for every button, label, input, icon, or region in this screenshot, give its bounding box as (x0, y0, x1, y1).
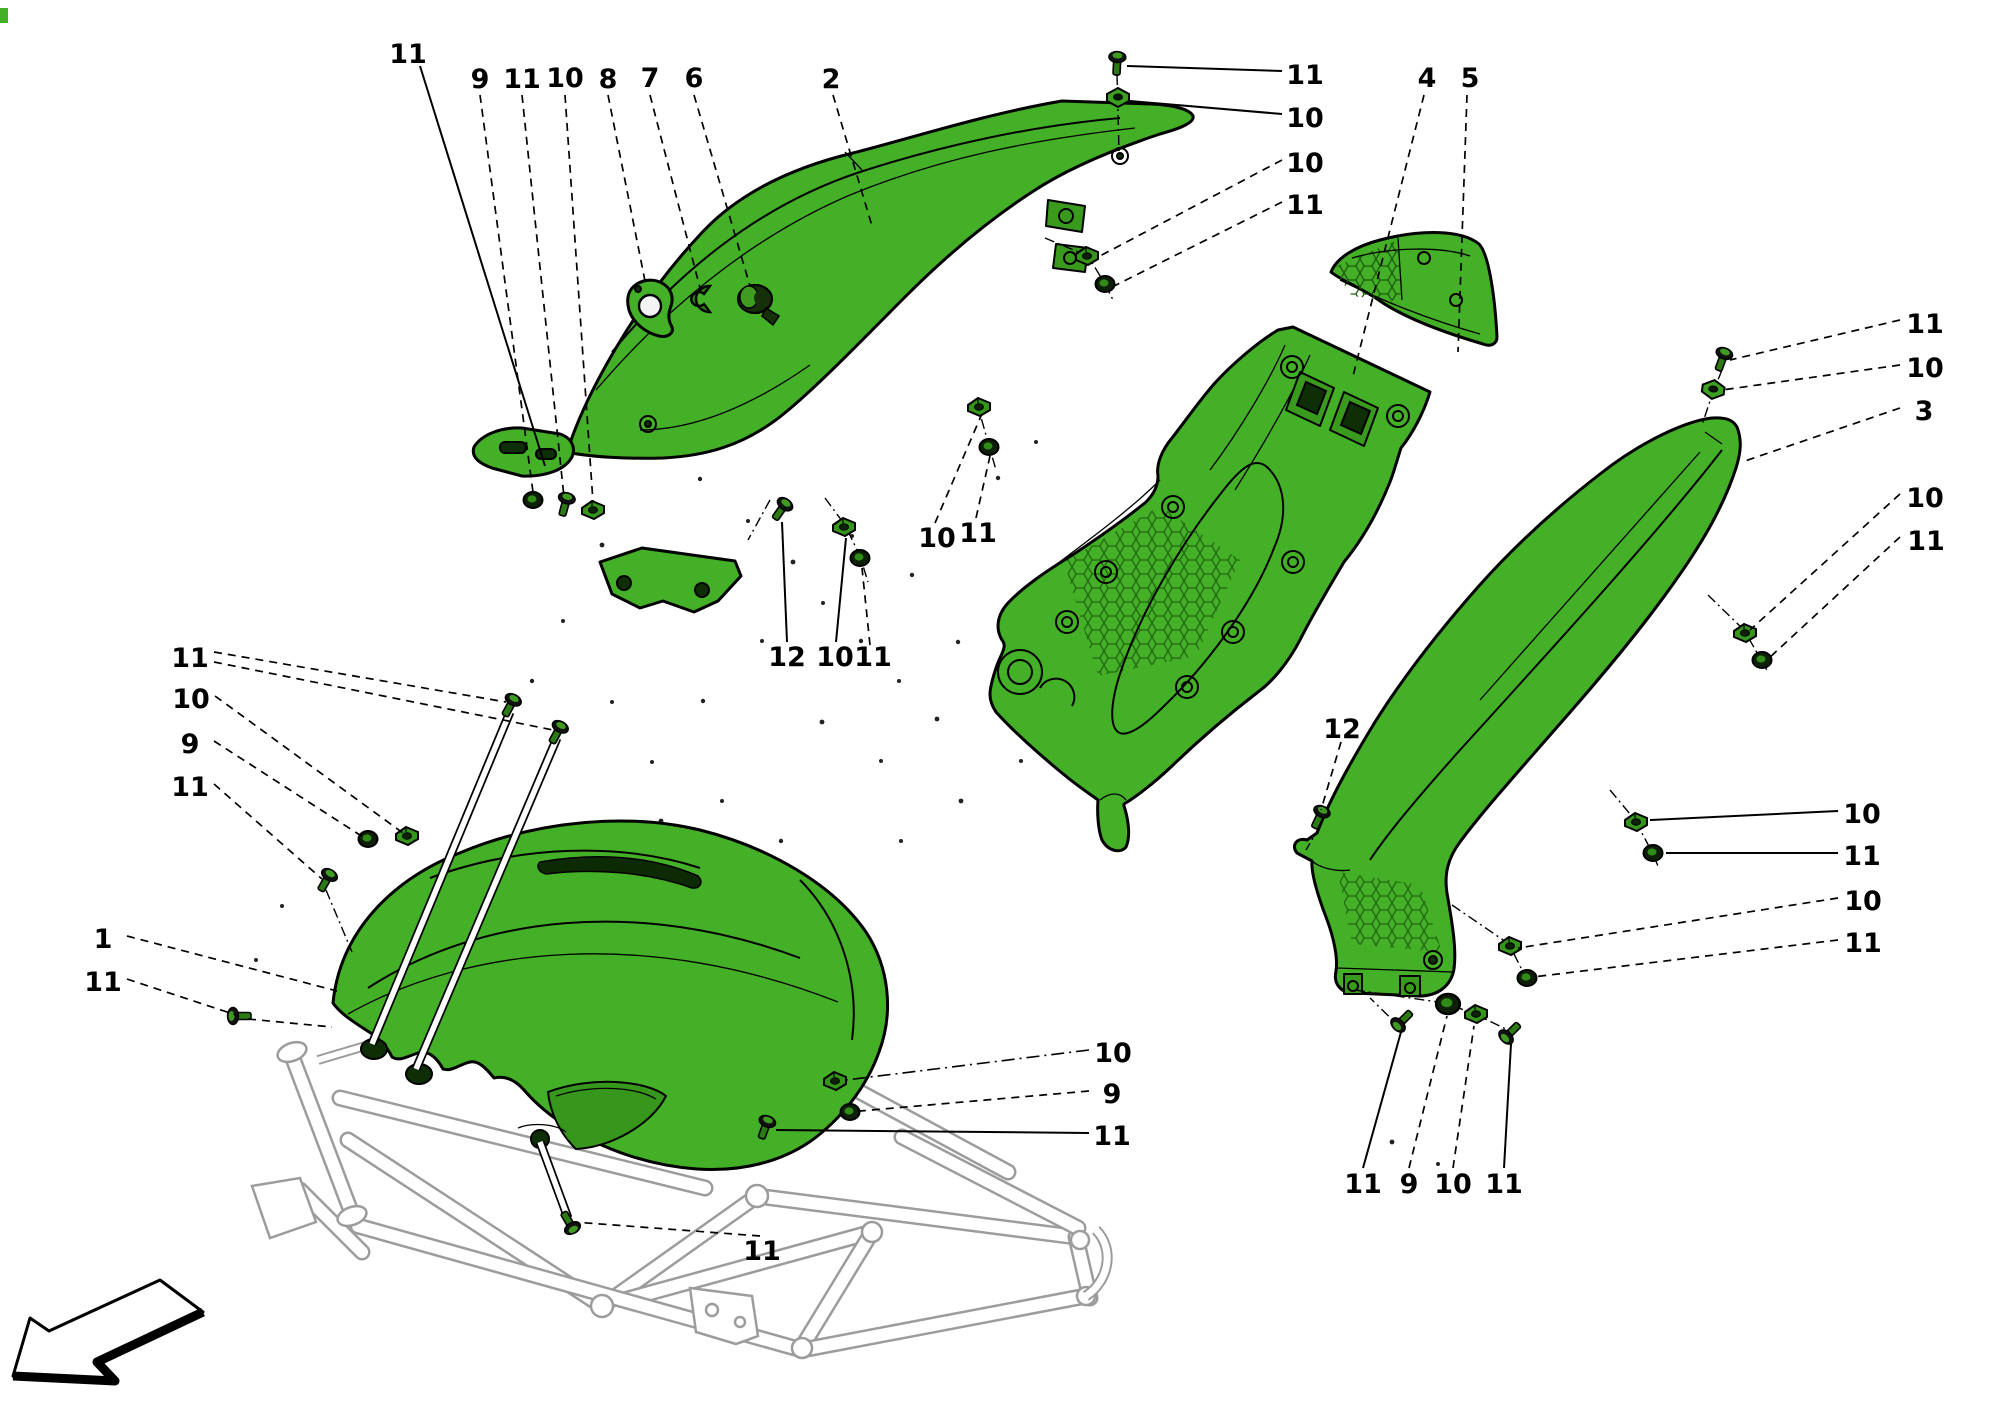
part-8-bracket (626, 278, 674, 338)
callout-12: 12 (1323, 714, 1361, 745)
part-6-plug (736, 283, 781, 327)
part-7-ring (690, 284, 713, 314)
callout-12: 12 (768, 642, 806, 673)
callout-3: 3 (1915, 396, 1934, 427)
screw-11 (553, 489, 578, 519)
grommet-9 (357, 830, 379, 848)
callout-2: 2 (822, 64, 841, 95)
callout-11: 11 (1286, 60, 1324, 91)
callout-9: 9 (1400, 1169, 1419, 1200)
callout-11: 11 (1844, 928, 1882, 959)
direction-arrow (11, 1278, 205, 1386)
callout-10: 10 (1906, 483, 1944, 514)
callout-10: 10 (172, 684, 210, 715)
screw-insertion-axes (367, 710, 573, 1220)
windscreen-bracket (471, 426, 575, 478)
callout-11: 11 (84, 967, 122, 998)
callout-11: 11 (959, 518, 997, 549)
callout-10: 10 (1844, 886, 1882, 917)
callout-5: 5 (1461, 63, 1480, 94)
footpeg-bracket (688, 1286, 760, 1346)
clip-10 (1624, 812, 1648, 832)
grommet-11 (1642, 844, 1664, 862)
callout-10: 10 (1094, 1038, 1132, 1069)
part-5-cowl (1329, 231, 1499, 347)
page-corner-tick (0, 8, 8, 23)
callout-9: 9 (181, 729, 200, 760)
callout-labels: 11 9 11 10 8 7 6 2 11 10 10 11 4 5 11 10… (84, 39, 1945, 1267)
part-1-tank-cover (331, 819, 889, 1171)
callout-10: 10 (546, 63, 584, 94)
callout-9: 9 (471, 64, 490, 95)
callout-11: 11 (1907, 526, 1945, 557)
callout-10: 10 (1286, 148, 1324, 179)
callout-10: 10 (1286, 103, 1324, 134)
callout-10: 10 (918, 523, 956, 554)
part-4-central-panel (988, 325, 1432, 853)
screw-12 (766, 494, 796, 525)
callout-11: 11 (171, 643, 209, 674)
callout-11: 11 (389, 39, 427, 70)
screw-11 (226, 1006, 252, 1026)
grommet-9 (839, 1103, 861, 1121)
callout-1: 1 (94, 924, 113, 955)
callout-10: 10 (816, 642, 854, 673)
callout-11: 11 (171, 772, 209, 803)
clip-10 (967, 397, 991, 417)
callout-11: 11 (1286, 190, 1324, 221)
callout-10: 10 (1434, 1169, 1472, 1200)
callout-7: 7 (641, 63, 660, 94)
leader-lines (126, 65, 1901, 1237)
callout-11: 11 (1485, 1169, 1523, 1200)
callout-6: 6 (685, 63, 704, 94)
part-3-side-panel-right (1292, 416, 1742, 998)
callout-4: 4 (1418, 63, 1437, 94)
callout-11: 11 (1906, 309, 1944, 340)
grommet-11 (1751, 651, 1773, 669)
clip-10 (581, 500, 605, 520)
callout-8: 8 (599, 64, 618, 95)
clip-10 (832, 517, 856, 537)
grommet-11 (1516, 969, 1538, 987)
motorcycle-frame (250, 1039, 1113, 1360)
grommet-11 (1094, 275, 1116, 293)
screw-11 (1495, 1017, 1526, 1048)
engine-mount-plate (250, 1176, 318, 1240)
grommet-9 (522, 491, 544, 509)
callout-10: 10 (1906, 353, 1944, 384)
grommet-11 (978, 438, 1000, 456)
grommet-11 (849, 549, 871, 567)
texture-speckles (254, 440, 1440, 1166)
screw-11 (1107, 50, 1127, 77)
callout-10: 10 (1843, 799, 1881, 830)
callout-11: 11 (1344, 1169, 1382, 1200)
screw-11 (1387, 1005, 1418, 1036)
washer-9 (1434, 992, 1462, 1016)
clipnut-10 (1699, 377, 1727, 402)
clip-10 (1464, 1004, 1488, 1024)
callout-9: 9 (1103, 1079, 1122, 1110)
callout-11: 11 (1843, 841, 1881, 872)
callout-11: 11 (1093, 1121, 1131, 1152)
callout-11: 11 (503, 64, 541, 95)
callout-11: 11 (854, 642, 892, 673)
callout-11: 11 (743, 1236, 781, 1267)
